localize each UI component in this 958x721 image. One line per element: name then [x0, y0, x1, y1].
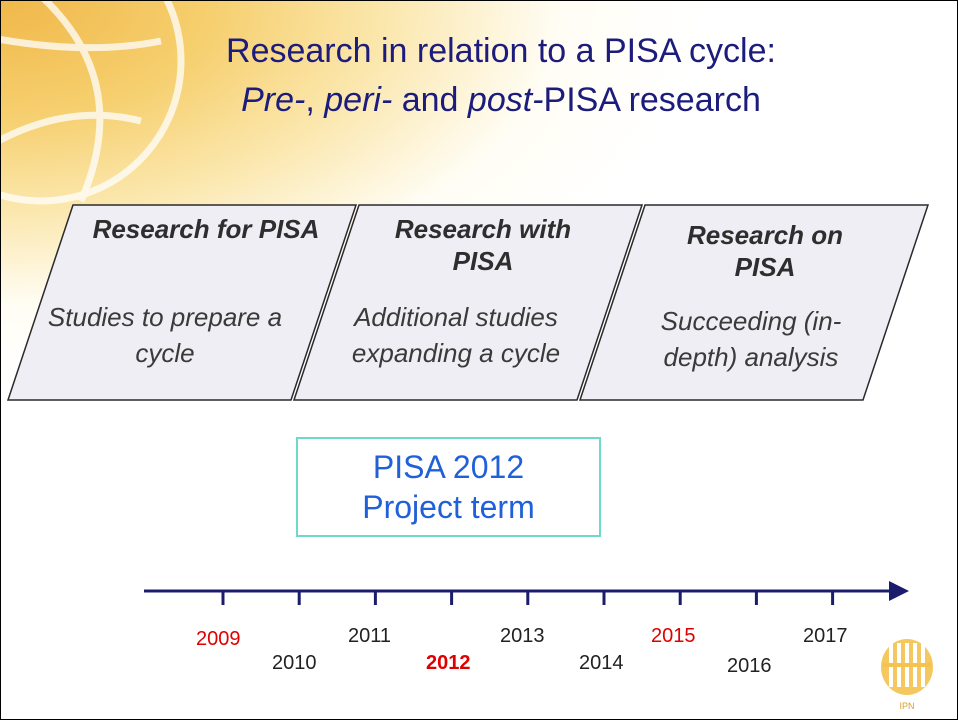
- timeline-axis: [144, 581, 909, 601]
- box-heading: Research on PISA: [686, 220, 844, 282]
- project-subtitle: Project term: [362, 489, 535, 525]
- year-label: 2015: [651, 625, 696, 647]
- box-shape-research-with: [292, 204, 644, 401]
- box-research-with: Research with PISA: [363, 213, 603, 277]
- timeline-arrowhead: [889, 581, 909, 601]
- title-line-2: Pre-, peri- and post-PISA research: [151, 76, 851, 125]
- title-line-1: Research in relation to a PISA cycle:: [226, 32, 776, 70]
- timeline-ticks: [221, 591, 835, 605]
- box-description: Studies to prepare a cycle: [47, 302, 283, 368]
- globe-icon: [1, 1, 185, 205]
- year-label: 2011: [348, 625, 392, 647]
- year-label: 2010: [272, 652, 317, 674]
- year-label: 2016: [727, 655, 772, 677]
- box-heading: Research for PISA: [92, 214, 320, 244]
- year-label-current: 2012: [426, 652, 471, 674]
- project-term-box: PISA 2012 Project term: [296, 437, 601, 537]
- title-pre: Pre-: [241, 81, 306, 119]
- title-peri: peri-: [324, 81, 393, 119]
- logo-label: IPN: [899, 701, 914, 711]
- box-shape-research-on: [578, 204, 930, 401]
- ipn-logo-icon: IPN: [881, 639, 933, 711]
- slide-title: Research in relation to a PISA cycle: Pr…: [151, 27, 851, 125]
- box-heading: Research with PISA: [394, 214, 572, 276]
- title-post: post-: [467, 81, 544, 119]
- year-label: 2013: [500, 625, 545, 647]
- project-title: PISA 2012: [372, 449, 525, 485]
- title-rest: PISA research: [543, 81, 761, 119]
- year-label: 2014: [579, 652, 624, 674]
- box-research-for-desc-wrap: Studies to prepare a cycle: [15, 297, 315, 371]
- box-shape-research-for: [6, 204, 358, 401]
- box-research-with-desc-wrap: Additional studies expanding a cycle: [321, 297, 591, 371]
- year-label: 2009: [196, 628, 241, 650]
- title-and: and: [392, 81, 468, 119]
- year-label: 2017: [803, 625, 848, 647]
- title-sep: ,: [305, 81, 325, 119]
- box-description: Additional studies expanding a cycle: [351, 302, 561, 368]
- box-research-on-desc-wrap: Succeeding (in-depth) analysis: [631, 301, 871, 375]
- box-research-on: Research on PISA: [655, 219, 875, 283]
- box-description: Succeeding (in-depth) analysis: [660, 306, 842, 372]
- box-research-for: Research for PISA: [81, 213, 331, 245]
